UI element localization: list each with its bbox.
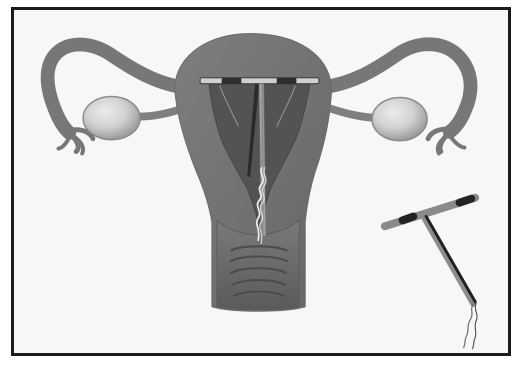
left-ovary-icon [83,96,140,139]
iud-icon [385,198,477,349]
anatomy-diagram [14,10,508,353]
illustration-frame [11,7,511,356]
uterus-icon [175,34,332,312]
right-ovary-icon [372,97,427,140]
